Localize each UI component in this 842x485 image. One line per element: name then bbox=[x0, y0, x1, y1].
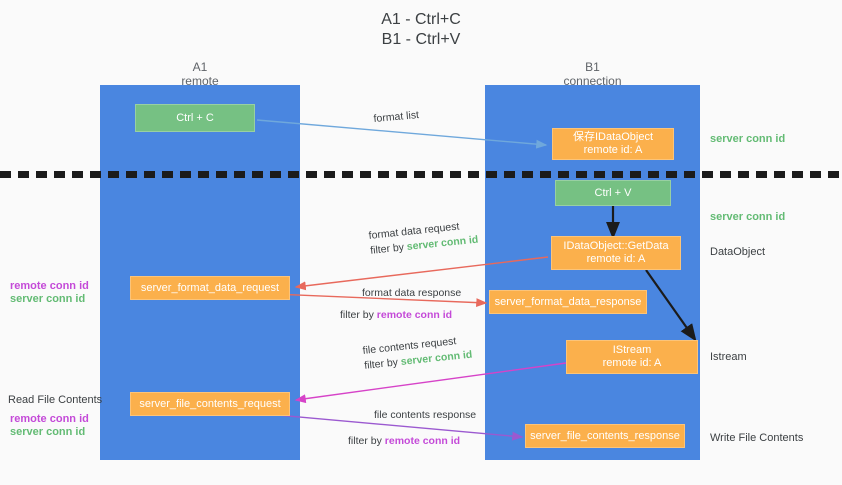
left-label-server-conn-id-1: server conn id bbox=[10, 293, 86, 305]
column-a1-sub: remote bbox=[181, 74, 219, 88]
box-server-file-contents-request-label: server_file_contents_request bbox=[139, 397, 281, 410]
right-label-server-conn-id-top: server conn id bbox=[710, 133, 786, 145]
filter-prefix: filter by bbox=[363, 356, 402, 372]
column-header-a1: A1 remote bbox=[100, 60, 300, 88]
box-istream-line1: IStream bbox=[612, 344, 652, 356]
annotation-file-contents-response-text: file contents response bbox=[374, 409, 477, 421]
box-server-format-data-request[interactable]: server_format_data_request bbox=[130, 276, 290, 300]
box-istream[interactable]: IStream remote id: A bbox=[566, 340, 698, 374]
box-ctrl-v-label: Ctrl + V bbox=[594, 186, 632, 199]
right-label-write-file-contents: Write File Contents bbox=[710, 432, 804, 444]
right-label-istream: Istream bbox=[710, 351, 747, 363]
left-label-remote-conn-id-1: remote conn id bbox=[10, 280, 89, 292]
box-save-idataobject-line1: 保存IDataObject bbox=[572, 131, 654, 143]
box-getdata-line1: IDataObject::GetData bbox=[563, 240, 669, 252]
box-ctrl-c-label: Ctrl + C bbox=[176, 111, 214, 124]
box-server-format-data-response[interactable]: server_format_data_response bbox=[489, 290, 647, 314]
column-b1-sub: connection bbox=[563, 74, 622, 88]
filter-prefix: filter by bbox=[340, 309, 377, 321]
filter-key-remote-conn-id: remote conn id bbox=[384, 435, 461, 447]
box-server-format-data-response-label: server_format_data_response bbox=[494, 295, 642, 308]
right-label-server-conn-id-mid: server conn id bbox=[710, 211, 786, 223]
annotation-format-data-response-text: format data response bbox=[362, 287, 462, 299]
filter-prefix: filter by bbox=[369, 241, 408, 257]
annotation-format-data-request: format data request filter by server con… bbox=[368, 218, 479, 259]
column-header-b1: B1 connection bbox=[485, 60, 700, 88]
box-ctrl-v[interactable]: Ctrl + V bbox=[555, 180, 671, 206]
filter-key-remote-conn-id: remote conn id bbox=[376, 309, 453, 321]
page-title: A1 - Ctrl+C B1 - Ctrl+V bbox=[0, 10, 842, 50]
box-save-idataobject-line2: remote id: A bbox=[583, 144, 643, 156]
box-save-idataobject[interactable]: 保存IDataObject remote id: A bbox=[552, 128, 674, 160]
annotation-format-data-response-filter: filter by remote conn id bbox=[340, 308, 461, 323]
filter-prefix: filter by bbox=[348, 435, 385, 447]
annotation-format-data-response: format data response filter by remote co… bbox=[340, 286, 462, 323]
left-label-remote-conn-id-2: remote conn id bbox=[10, 413, 89, 425]
annotation-file-contents-request: file contents request filter by server c… bbox=[362, 333, 473, 374]
column-a1-name: A1 bbox=[192, 60, 208, 74]
box-istream-line2: remote id: A bbox=[602, 357, 662, 369]
left-label-read-file-contents: Read File Contents bbox=[8, 394, 103, 406]
left-label-server-conn-id-2: server conn id bbox=[10, 426, 86, 438]
annotation-file-contents-response: file contents response filter by remote … bbox=[348, 408, 477, 449]
box-server-file-contents-response[interactable]: server_file_contents_response bbox=[525, 424, 685, 448]
phase-separator bbox=[0, 171, 842, 178]
box-server-file-contents-response-label: server_file_contents_response bbox=[530, 429, 680, 442]
column-b1-name: B1 bbox=[585, 60, 600, 74]
title-line-1: A1 - Ctrl+C bbox=[381, 11, 461, 28]
annotation-format-list-text: format list bbox=[373, 109, 420, 125]
box-server-format-data-request-label: server_format_data_request bbox=[140, 281, 280, 294]
annotation-format-list: format list bbox=[373, 108, 420, 127]
box-idataobject-getdata[interactable]: IDataObject::GetData remote id: A bbox=[551, 236, 681, 270]
box-getdata-line2: remote id: A bbox=[586, 253, 646, 265]
right-label-dataobject: DataObject bbox=[710, 246, 766, 258]
annotation-file-contents-response-filter: filter by remote conn id bbox=[348, 434, 476, 449]
box-server-file-contents-request[interactable]: server_file_contents_request bbox=[130, 392, 290, 416]
title-line-2: B1 - Ctrl+V bbox=[381, 31, 461, 48]
box-ctrl-c[interactable]: Ctrl + C bbox=[135, 104, 255, 132]
